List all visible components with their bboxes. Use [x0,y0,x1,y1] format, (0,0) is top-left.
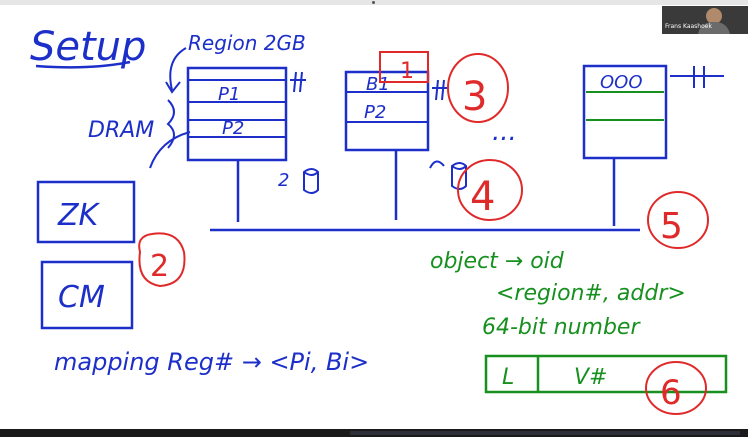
annotation-3-circle [447,53,509,123]
participant-video-tile[interactable]: Frans Kaashoek [662,6,748,34]
label-ooo: OOO [600,72,643,93]
zk-box [36,180,136,244]
annotation-2-circle [138,232,186,288]
annotation-5: 5 [660,206,683,247]
title-underline [35,60,131,69]
zk-label: ZK [57,198,101,233]
participant-body [698,22,730,34]
mapping-text: mapping Reg# → <Pi, Bi> [54,348,369,376]
disk-icon-left [303,168,319,194]
status-bar-strip [350,431,740,435]
label-p2-left: P2 [222,118,244,139]
participant-name: Frans Kaashoek [665,23,712,30]
cm-label: CM [58,280,105,315]
box-middle [344,70,430,152]
oid-bar-L: L [502,365,514,390]
annotation-1-box [379,51,429,83]
small-two: 2 [278,170,289,191]
oid-bar [484,354,728,394]
hash-middle [432,79,448,101]
bottom-status-bar [0,429,748,437]
top-center-dot [372,1,375,4]
annotation-4-circle [457,159,523,221]
region-arrow-head [165,81,181,94]
dram-link [149,131,191,169]
region-addr-text: <region#, addr> [496,281,686,306]
region-label: Region 2GB [188,31,306,55]
box-right [582,64,668,160]
label-b1: B1 [366,74,390,95]
label-p1: P1 [218,84,240,105]
oid-bar-V: V# [574,365,607,390]
participant-head [706,8,722,24]
region-arrow [169,47,187,91]
cm-box [40,260,134,330]
hash-right [670,66,724,88]
annotation-3: 3 [462,74,487,120]
object-oid-text: object → oid [430,249,565,274]
bits-text: 64-bit number [482,315,641,340]
hash-left [290,71,306,93]
box-left [186,66,288,162]
disk-hook [429,160,445,169]
window-top-strip [0,0,748,5]
annotation-5-circle [647,191,709,249]
ellipsis-dots: ... [492,117,517,147]
dram-label: DRAM [88,118,154,143]
annotation-6-circle [645,361,707,415]
annotation-4: 4 [470,174,495,220]
annotation-2: 2 [150,249,169,284]
annotation-6: 6 [660,373,682,413]
annotation-1: 1 [400,59,414,84]
disk-icon-middle [451,162,467,190]
label-p2-mid: P2 [364,102,386,123]
